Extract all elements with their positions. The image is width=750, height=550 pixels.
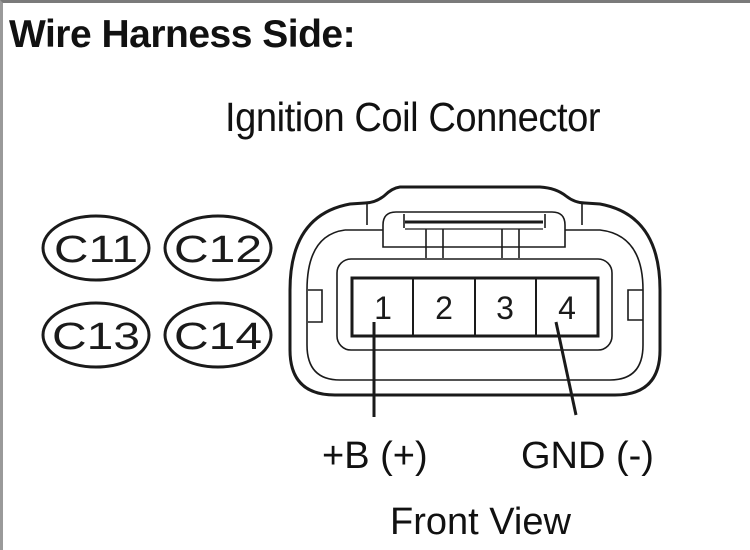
code-label: C13	[52, 316, 140, 358]
pin-2: 2	[435, 290, 453, 326]
pin4-leader-line	[554, 321, 578, 416]
connector-title: Ignition Coil Connector	[225, 94, 601, 140]
code-label: C14	[174, 316, 262, 358]
connector-code-c13: C13	[41, 301, 151, 369]
pin-4: 4	[558, 290, 576, 326]
diagram-title: Wire Harness Side:	[9, 13, 356, 56]
pin-3: 3	[496, 290, 514, 326]
code-label: C12	[174, 229, 262, 271]
pin-block: 1 2 3 4	[350, 276, 600, 338]
connector-housing	[288, 185, 662, 397]
pin-1: 1	[374, 290, 392, 326]
connector-code-c12: C12	[163, 214, 273, 282]
code-label: C11	[54, 229, 138, 271]
connector-code-c11: C11	[41, 214, 151, 282]
view-label: Front View	[390, 501, 571, 543]
connector-code-c14: C14	[163, 301, 273, 369]
pin1-callout-label: +B (+)	[322, 435, 428, 477]
pin4-callout-label: GND (-)	[521, 435, 654, 477]
